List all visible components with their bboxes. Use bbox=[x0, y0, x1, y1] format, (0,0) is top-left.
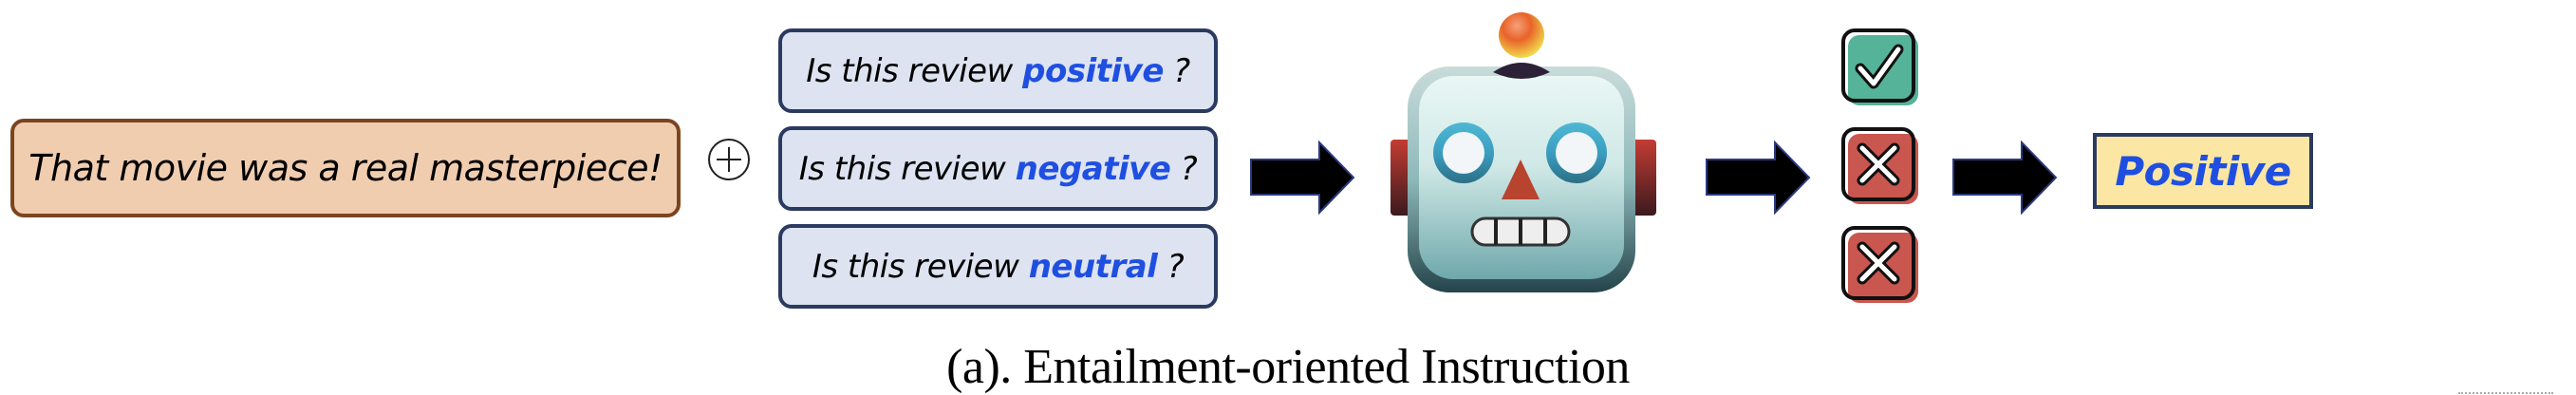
cross-icon bbox=[1841, 226, 1918, 303]
check-icon bbox=[1841, 28, 1918, 105]
question-suffix: ? bbox=[1157, 247, 1185, 286]
question-prefix: Is this review bbox=[812, 247, 1029, 286]
arrow-right-icon bbox=[1952, 141, 2058, 215]
question-suffix: ? bbox=[1170, 149, 1198, 188]
question-box-neutral: Is this review neutral ? bbox=[778, 224, 1218, 309]
cross-icon bbox=[1841, 127, 1918, 204]
question-box-negative: Is this review negative ? bbox=[778, 126, 1218, 211]
input-review-box: That movie was a real masterpiece! bbox=[10, 119, 681, 217]
question-keyword: positive bbox=[1022, 51, 1164, 90]
arrow-right-icon bbox=[1706, 141, 1811, 215]
question-prefix: Is this review bbox=[806, 51, 1023, 90]
question-prefix: Is this review bbox=[798, 149, 1016, 188]
dotted-divider bbox=[2458, 392, 2553, 394]
question-keyword: neutral bbox=[1028, 247, 1158, 286]
robot-icon bbox=[1391, 12, 1656, 292]
question-keyword: negative bbox=[1015, 149, 1171, 188]
figure-caption: (a). Entailment-oriented Instruction bbox=[946, 340, 1630, 394]
question-box-positive: Is this review positive ? bbox=[778, 28, 1218, 113]
plus-circle-icon bbox=[708, 139, 750, 180]
result-label-box: Positive bbox=[2093, 133, 2313, 209]
arrow-right-icon bbox=[1250, 141, 1355, 215]
input-review-text: That movie was a real masterpiece! bbox=[28, 147, 663, 189]
question-suffix: ? bbox=[1163, 51, 1190, 90]
result-label: Positive bbox=[2115, 147, 2291, 195]
